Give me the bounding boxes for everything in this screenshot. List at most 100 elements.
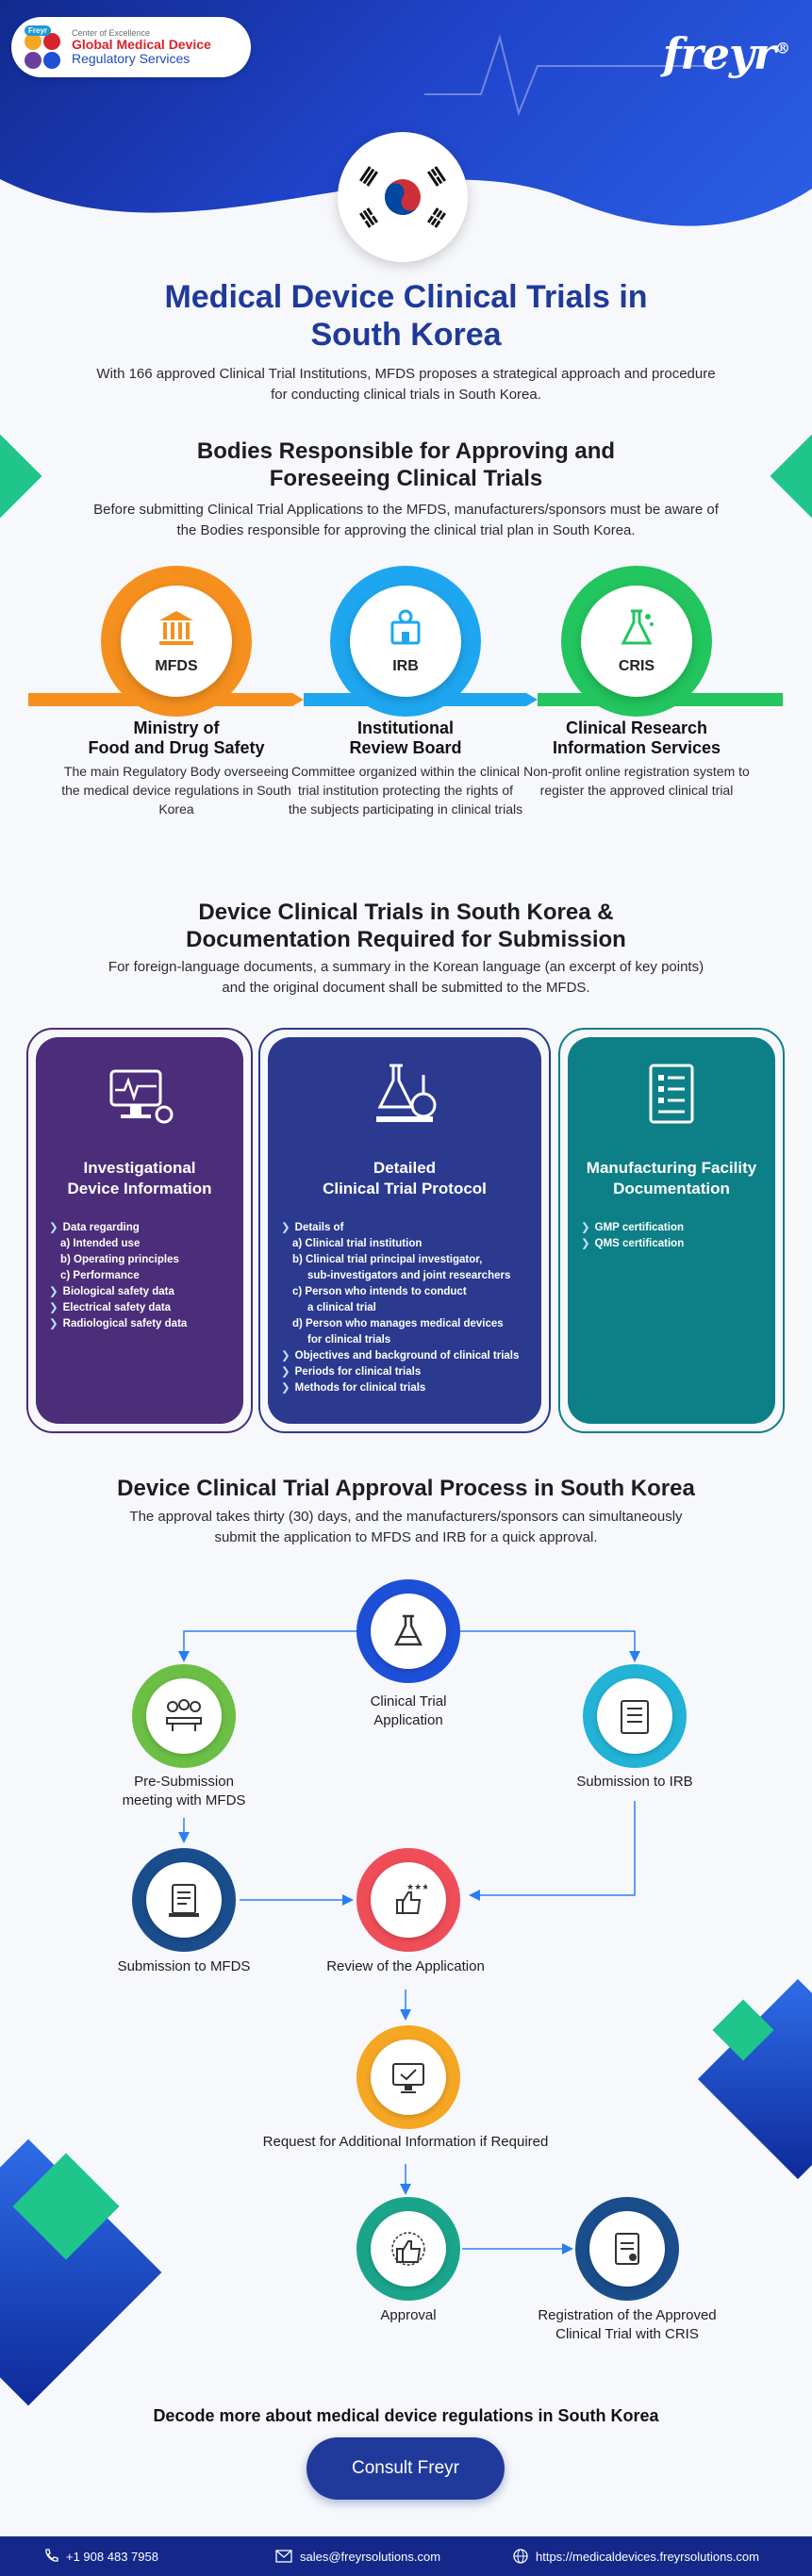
svg-text:★★★: ★★★ (406, 1882, 427, 1891)
cta-text: Decode more about medical device regulat… (153, 2406, 659, 2425)
arrow-chevron-icon (292, 693, 304, 706)
card-list-item: a clinical trial (307, 1302, 376, 1313)
globe-icon (513, 2549, 528, 2564)
step-mfds (132, 1848, 236, 1952)
footer-phone[interactable]: +1 908 483 7958 (43, 2549, 158, 2564)
body-ring-mfds: MFDS (101, 566, 252, 717)
step-label-line1: Pre-Submission (134, 1774, 234, 1790)
footer-phone-text: +1 908 483 7958 (66, 2549, 158, 2564)
body-acronym-irb: IRB (392, 658, 419, 674)
footer-website-text: https://medicaldevices.freyrsolutions.co… (536, 2549, 759, 2564)
card-title-line1: Investigational (83, 1159, 196, 1177)
card-title-line1: Detailed (373, 1159, 437, 1177)
body-name-line2: Food and Drug Safety (88, 738, 265, 757)
badge-line2: Global Medical Device (72, 37, 211, 52)
card-list-item: b) Clinical trial principal investigator… (292, 1254, 483, 1265)
korea-flag-icon (338, 132, 468, 262)
doc-card-manufacturing: Manufacturing Facility Documentation GMP… (568, 1037, 775, 1424)
phone-icon (45, 2549, 58, 2562)
body-name-line2: Review Board (349, 738, 462, 757)
step-label: Submission to MFDS (117, 1958, 251, 1974)
footer-bar: +1 908 483 7958 sales@freyrsolutions.com… (0, 2536, 812, 2576)
card-list-item: a) Intended use (60, 1238, 141, 1249)
step-label-line1: Clinical Trial (370, 1693, 447, 1709)
intro-text: With 166 approved Clinical Trial Institu… (96, 366, 716, 403)
card-title-line1: Manufacturing Facility (586, 1159, 757, 1177)
body-ring-cris: CRIS (561, 566, 712, 717)
card-list: GMP certification QMS certification (581, 1220, 762, 1252)
freyr-logo[interactable]: freyr® (662, 28, 790, 79)
card-list-item: Data regarding (49, 1220, 230, 1236)
step-approval (356, 2197, 460, 2301)
card-list-item: sub-investigators and joint researchers (307, 1270, 511, 1281)
consult-freyr-button[interactable]: Consult Freyr (307, 2437, 505, 2500)
card-list-item: c) Person who intends to conduct (292, 1286, 467, 1297)
card-title-line2: Clinical Trial Protocol (323, 1180, 487, 1197)
footer-email[interactable]: sales@freyrsolutions.com (275, 2550, 440, 2564)
checklist-icon (621, 1700, 649, 1734)
step-registration (575, 2197, 679, 2301)
process-connectors (178, 1630, 640, 2254)
step-additional-info (356, 2025, 460, 2129)
card-list-item: Periods for clinical trials (281, 1364, 528, 1380)
card-list: Data regarding a) Intended use b) Operat… (49, 1220, 230, 1332)
step-application (356, 1579, 460, 1683)
step-label: Request for Additional Information if Re… (262, 2134, 549, 2150)
step-label: Approval (380, 2307, 437, 2323)
building-icon (159, 611, 193, 645)
registration-document-icon (615, 2233, 639, 2265)
body-info-mfds: Ministry of Food and Drug Safety The mai… (58, 718, 294, 818)
mail-icon (275, 2550, 292, 2563)
body-desc: The main Regulatory Body overseeing the … (61, 764, 291, 817)
submission-document-icon (169, 1884, 199, 1917)
card-list-item: Objectives and background of clinical tr… (281, 1348, 528, 1364)
footer-email-text: sales@freyrsolutions.com (300, 2549, 441, 2564)
coe-logo: Freyr (21, 25, 64, 69)
process-text-line1: The approval takes thirty (30) days, and… (129, 1509, 683, 1525)
card-frame (558, 1028, 785, 1433)
bodies-title-line2: Foreseeing Clinical Trials (269, 466, 543, 491)
card-frame (258, 1028, 551, 1433)
card-list-item: a) Clinical trial institution (292, 1238, 423, 1249)
bodies-title-line1: Bodies Responsible for Approving and (196, 438, 616, 464)
step-irb (583, 1664, 687, 1768)
step-label-line2: meeting with MFDS (122, 1792, 246, 1808)
process-text-line2: submit the application to MFDS and IRB f… (214, 1529, 598, 1545)
card-title-line2: Device Information (67, 1180, 212, 1197)
body-desc: Committee organized within the clinical … (288, 764, 523, 817)
body-ring-irb: IRB (330, 566, 481, 717)
step-pre-submission (132, 1664, 236, 1768)
lab-flask-icon (376, 1064, 437, 1122)
card-list-item: Electrical safety data (49, 1300, 230, 1316)
body-info-irb: Institutional Review Board Committee org… (288, 718, 523, 818)
body-acronym-cris: CRIS (618, 658, 655, 674)
card-frame (26, 1028, 253, 1433)
heartbeat-line (424, 34, 707, 117)
card-list-item: QMS certification (581, 1236, 762, 1252)
page-title-line2: South Korea (310, 317, 502, 353)
card-list-item: c) Performance (60, 1270, 140, 1281)
docs-title-line1: Device Clinical Trials in South Korea & (198, 900, 614, 925)
step-label: Registration of the Approved Clinical Tr… (519, 2306, 736, 2344)
step-label-line2: Clinical Trial with CRIS (555, 2326, 699, 2342)
brand-text: freyr (662, 28, 776, 79)
device-monitor-icon (109, 1069, 174, 1124)
card-list-item: d) Person who manages medical devices (292, 1318, 504, 1329)
body-name-line1: Clinical Research (565, 718, 708, 737)
step-review: ★★★ (356, 1848, 460, 1952)
arrow-chevron-icon (526, 693, 538, 706)
step-label: Clinical Trial Application (330, 1693, 487, 1730)
body-name-line1: Ministry of (133, 718, 220, 737)
doc-card-device-info: Investigational Device Information Data … (36, 1037, 243, 1424)
card-list-item: Biological safety data (49, 1284, 230, 1300)
body-name-line1: Institutional (357, 718, 454, 737)
doc-card-protocol: Detailed Clinical Trial Protocol Details… (268, 1037, 541, 1424)
footer-website[interactable]: https://medicaldevices.freyrsolutions.co… (513, 2549, 759, 2564)
committee-icon (390, 609, 421, 645)
process-title: Device Clinical Trial Approval Process i… (117, 1476, 695, 1501)
badge-tag: Freyr (25, 25, 52, 36)
docs-text: For foreign-language documents, a summar… (108, 959, 704, 996)
badge-line1: Center of Excellence (72, 28, 151, 38)
coe-badge[interactable]: Freyr Center of Excellence Global Medica… (11, 17, 251, 77)
meeting-icon (166, 1699, 202, 1731)
